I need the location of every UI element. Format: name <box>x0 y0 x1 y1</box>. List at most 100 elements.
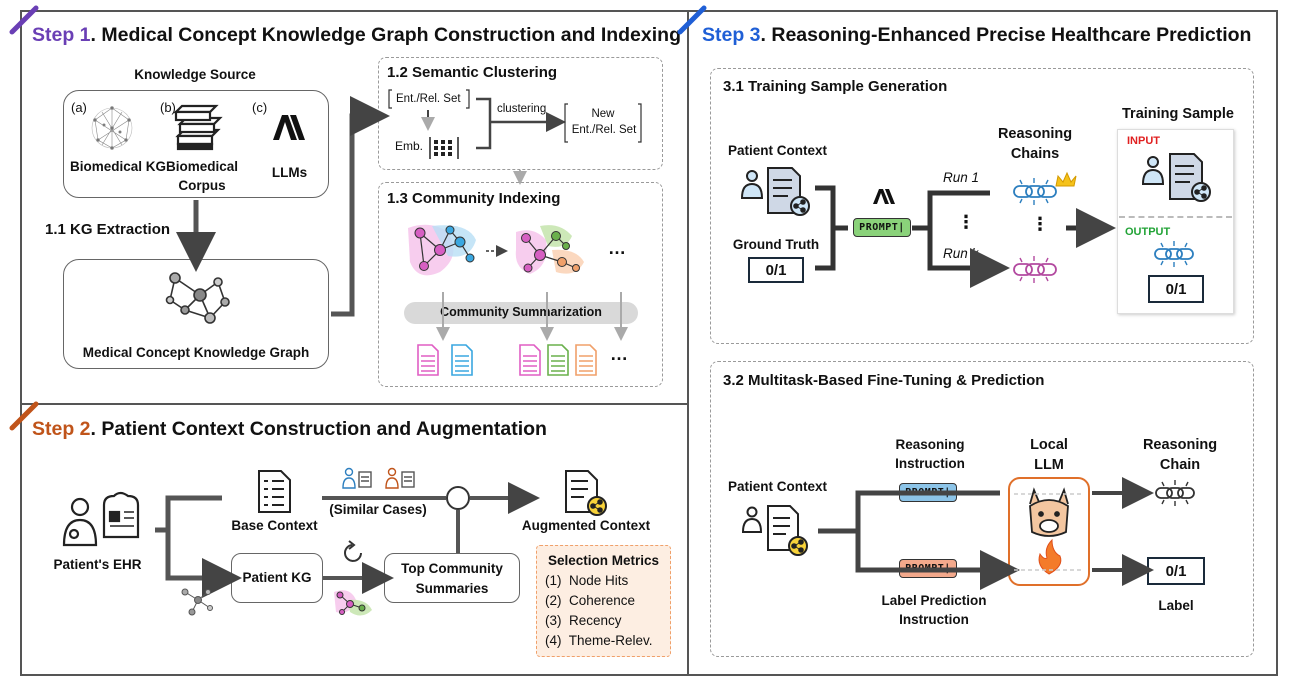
similar-cases-label: (Similar Cases) <box>329 502 427 517</box>
s31-anthropic-logo <box>873 189 895 204</box>
s32-patient-context-label: Patient Context <box>727 479 827 494</box>
plus-circle <box>446 486 470 510</box>
base-context-label: Base Context <box>231 518 318 533</box>
ehr-branch-arrows <box>155 495 222 578</box>
new-set-bracket-left <box>564 103 568 143</box>
mckg-label: Medical Concept Knowledge Graph <box>82 345 310 360</box>
step2-pen-mark <box>9 401 39 431</box>
s31-patient-context-label: Patient Context <box>727 143 827 158</box>
training-sample-generation-box <box>710 68 1254 344</box>
s32-reasoning-chain-icon <box>1155 480 1195 506</box>
s31-reasoning-chains-line1: Reasoning <box>997 126 1073 142</box>
s31-run1-label: Run 1 <box>943 170 980 185</box>
community-summarization-bar <box>404 302 638 324</box>
label-instruction-line1: Label Prediction <box>881 593 987 608</box>
llama-icon <box>1029 487 1069 537</box>
community-ellipsis-1: … <box>608 238 626 258</box>
patient-context-icon-2 <box>741 505 808 556</box>
source-c-tag: (c) <box>252 100 268 115</box>
step1-step-label: Step 1 <box>32 24 91 46</box>
training-output-chain-icon <box>1154 241 1194 267</box>
doc-blue-1 <box>451 344 473 376</box>
community-summarization-label: Community Summarization <box>440 305 602 319</box>
doc-green-2 <box>547 344 569 376</box>
label-instruction-line2: Instruction <box>899 612 969 627</box>
doc-pink-1 <box>417 344 439 376</box>
top-community-box <box>384 553 520 603</box>
s31-vdots-2: ⋮ <box>1031 214 1049 234</box>
anthropic-logo-icon <box>273 115 305 140</box>
selection-metrics-title: Selection Metrics <box>547 553 660 568</box>
ent-rel-set-label: Ent./Rel. Set <box>396 93 461 105</box>
s31-ground-truth-value: 0/1 <box>748 257 804 283</box>
s32-label-value: 0/1 <box>1147 557 1205 585</box>
input-label: INPUT <box>1127 135 1160 147</box>
patient-ehr-icon <box>62 491 140 547</box>
source-b-label: Biomedical Corpus <box>157 157 247 195</box>
flame-icon <box>1038 538 1062 575</box>
kg-extraction-label: 1.1 KG Extraction <box>45 221 171 238</box>
selection-metric-2: (2) Coherence <box>545 593 636 608</box>
output-label: OUTPUT <box>1125 226 1171 238</box>
augmented-context-label: Augmented Context <box>521 518 651 533</box>
training-output-value: 0/1 <box>1148 275 1204 303</box>
community-graph-1 <box>408 224 476 276</box>
local-llm-line1: Local <box>1030 437 1068 453</box>
reasoning-instruction-line2: Instruction <box>895 456 965 471</box>
multitask-finetuning-box <box>710 361 1254 657</box>
mckg-network-icon <box>165 272 230 324</box>
doc-pink-2 <box>519 344 541 376</box>
reasoning-chain-icon-runk <box>1013 256 1057 283</box>
s32-title: 3.2 Multitask-Based Fine-Tuning & Predic… <box>723 372 1045 389</box>
selection-metric-3: (3) Recency <box>545 613 622 628</box>
summarization-arrows <box>436 292 628 341</box>
step3-step-label: Step 3 <box>702 24 761 46</box>
summary-docs <box>417 344 597 376</box>
s31-reasoning-chains-line2: Chains <box>1010 146 1060 162</box>
training-input-icon <box>1141 153 1211 202</box>
source-b-tag: (b) <box>160 100 176 115</box>
s31-run-branch <box>912 190 990 268</box>
step3-title-text: . Reasoning-Enhanced Precise Healthcare … <box>760 24 1252 46</box>
source-a-label: Biomedical KG <box>70 157 166 176</box>
reasoning-instruction-line1: Reasoning <box>895 437 965 452</box>
top-community-line2: Summaries <box>415 581 489 596</box>
augmented-context-icon <box>565 470 607 516</box>
selection-metric-1: (1) Node Hits <box>545 573 629 588</box>
source-a-name: Biomedical KG <box>70 159 167 174</box>
step1-pen-mark <box>9 5 39 35</box>
network-sphere-icon <box>91 106 133 150</box>
community-small-graph <box>334 590 372 616</box>
step1-title: Step 1. Medical Concept Knowledge Graph … <box>32 24 681 47</box>
ent-set-bracket-right <box>466 89 470 109</box>
s32-input-branch <box>818 490 1000 570</box>
step2-step-label: Step 2 <box>32 418 91 440</box>
new-label: New <box>591 108 615 120</box>
llm-dashed-divider <box>1014 493 1084 571</box>
community-graph-2 <box>515 225 584 274</box>
semantic-clustering-title: 1.2 Semantic Clustering <box>387 64 558 81</box>
base-context-icon <box>258 470 291 513</box>
books-icon <box>173 104 223 151</box>
selection-metrics-box <box>536 545 671 657</box>
crown-icon <box>1055 171 1077 187</box>
step3-title: Step 3. Reasoning-Enhanced Precise Healt… <box>702 24 1251 47</box>
emb-label: Emb. <box>395 139 424 153</box>
new-set-label: Ent./Rel. Set <box>571 124 637 136</box>
source-b-name: Biomedical Corpus <box>165 159 239 193</box>
source-a-tag: (a) <box>71 100 87 115</box>
s31-title: 3.1 Training Sample Generation <box>723 78 948 95</box>
top-community-line1: Top Community <box>401 561 503 576</box>
community-ellipsis-2: … <box>610 344 628 364</box>
s32-label-text: Label <box>1158 598 1194 613</box>
doc-orange-2 <box>575 344 597 376</box>
s32-reasoning-chain-line1: Reasoning <box>1142 437 1218 453</box>
training-sample-label: Training Sample <box>1122 106 1234 122</box>
patient-kg-label: Patient KG <box>242 570 312 585</box>
s31-inputs-merge <box>815 185 848 271</box>
clustering-label: clustering <box>497 103 547 115</box>
community-indexing-title: 1.3 Community Indexing <box>387 190 561 207</box>
new-set-bracket-right <box>638 103 642 143</box>
training-sample-card <box>1117 129 1234 314</box>
